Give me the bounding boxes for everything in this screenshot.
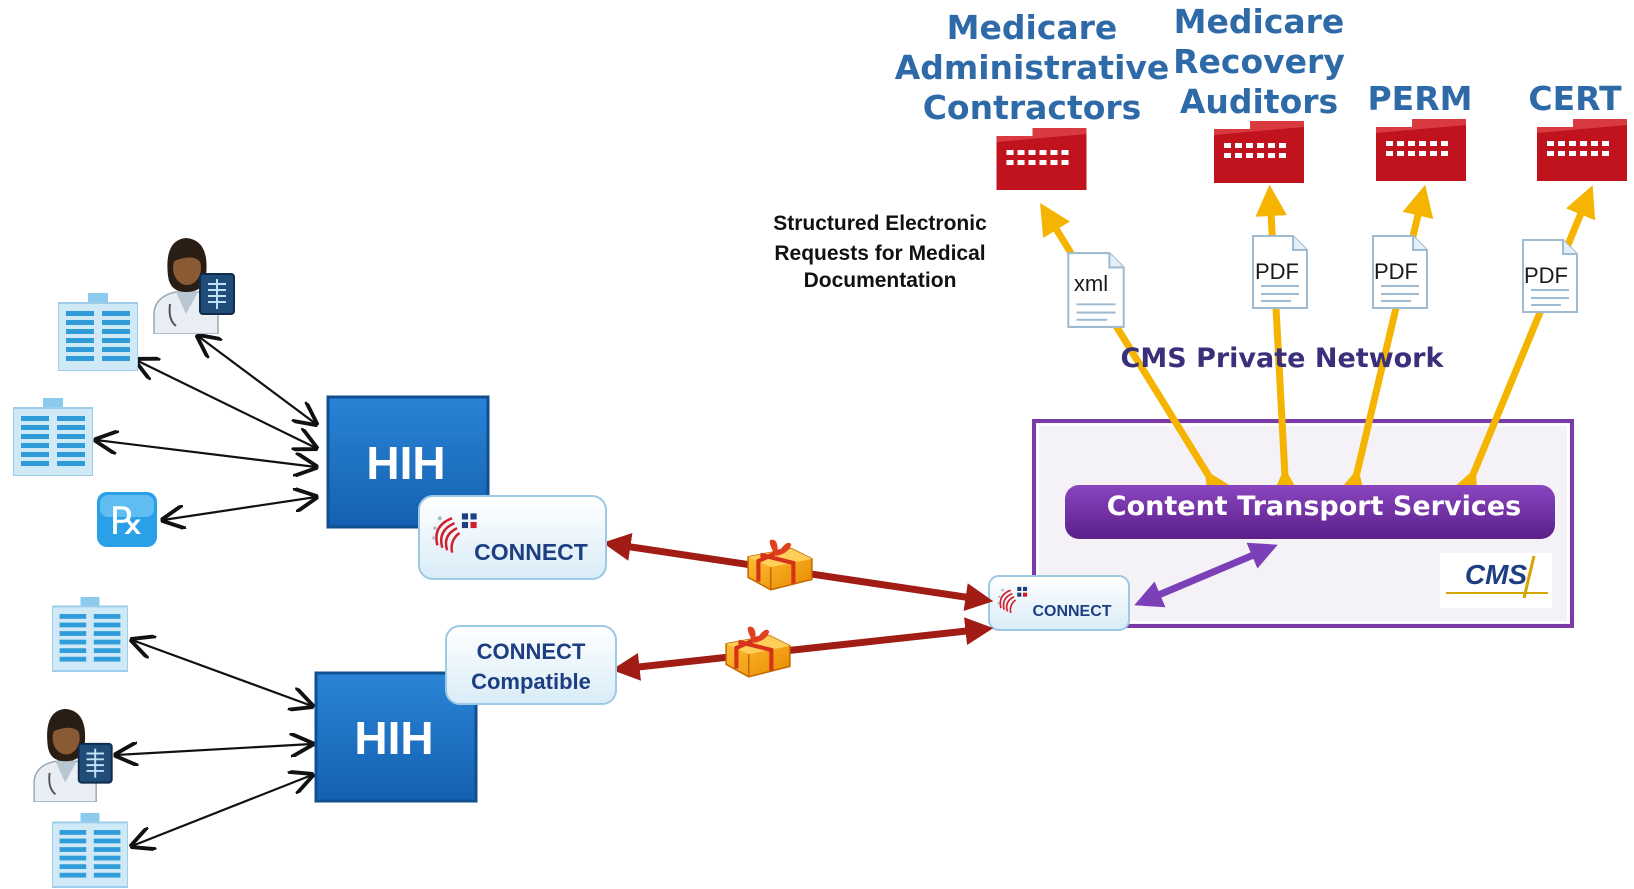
gift-icon-bottom xyxy=(726,627,790,677)
org-label-cert: CERT xyxy=(1528,79,1622,118)
doc-label-rac: PDF xyxy=(1255,259,1299,284)
cts-label: Content Transport Services xyxy=(1107,491,1521,522)
network-label: CMS Private Network xyxy=(1121,343,1445,374)
mac-line-3: Contractors xyxy=(923,88,1142,127)
hih-top-label: HIH xyxy=(366,437,445,489)
org-label-perm: PERM xyxy=(1368,79,1473,118)
connect-label-top: CONNECT xyxy=(474,539,588,565)
org-label-rac: Medicare Recovery Auditors xyxy=(1173,2,1345,121)
rac-line-1: Medicare xyxy=(1174,2,1345,41)
building-icon-perm xyxy=(1376,119,1466,181)
hospital-icon-3 xyxy=(52,596,128,672)
red-arrow-bottom xyxy=(611,617,994,681)
rac-line-2: Recovery xyxy=(1173,42,1345,81)
doc-icon-perm: PDF xyxy=(1372,235,1428,309)
request-line-2: Requests for Medical xyxy=(774,242,985,265)
mac-line-1: Medicare xyxy=(947,8,1118,47)
doc-label-cert: PDF xyxy=(1524,263,1568,288)
doctor-icon-top xyxy=(153,237,235,334)
black-arrows-bottom xyxy=(116,640,312,846)
doc-label-perm: PDF xyxy=(1374,259,1418,284)
doc-icon-rac: PDF xyxy=(1252,235,1308,309)
connect-bubble-top: CONNECT xyxy=(418,495,607,580)
org-label-mac: Medicare Administrative Contractors xyxy=(895,8,1170,127)
doc-icon-mac: xml xyxy=(1067,252,1125,328)
doc-icon-cert: PDF xyxy=(1522,239,1578,313)
building-icon-mac xyxy=(996,128,1087,190)
doc-label-mac: xml xyxy=(1074,271,1108,296)
cms-connect-gateway: CONNECT xyxy=(988,575,1130,631)
building-icon-cert xyxy=(1537,119,1627,181)
rx-symbol: ℞ xyxy=(110,499,144,543)
request-line-3: Documentation xyxy=(804,269,957,292)
black-arrows-top xyxy=(96,336,316,520)
cms-logo-text: CMS xyxy=(1465,559,1528,590)
cms-connect-label: CONNECT xyxy=(1032,603,1111,620)
arrow-cert xyxy=(1449,185,1596,504)
cts-bar: Content Transport Services xyxy=(1065,485,1555,539)
doctor-icon-bottom xyxy=(33,707,113,802)
gift-icon-top xyxy=(748,540,812,590)
connect-compatible-bubble: CONNECT Compatible xyxy=(445,625,617,705)
cms-logo: CMS xyxy=(1440,553,1552,608)
hih-bottom-label: HIH xyxy=(354,712,433,764)
connect-compatible-line-2: Compatible xyxy=(471,669,591,694)
hospital-icon-4 xyxy=(52,812,128,888)
purple-arrow xyxy=(1134,542,1278,608)
pharmacy-icon: ℞ xyxy=(97,492,157,547)
hospital-icon-2 xyxy=(13,398,93,476)
building-icon-rac xyxy=(1214,121,1304,183)
connect-compatible-line-1: CONNECT xyxy=(477,639,586,664)
hospital-icon-1 xyxy=(58,293,138,371)
request-line-1: Structured Electronic xyxy=(773,212,987,235)
request-label: Structured Electronic Requests for Medic… xyxy=(773,212,987,292)
rac-line-3: Auditors xyxy=(1180,82,1338,121)
mac-line-2: Administrative xyxy=(895,48,1170,87)
